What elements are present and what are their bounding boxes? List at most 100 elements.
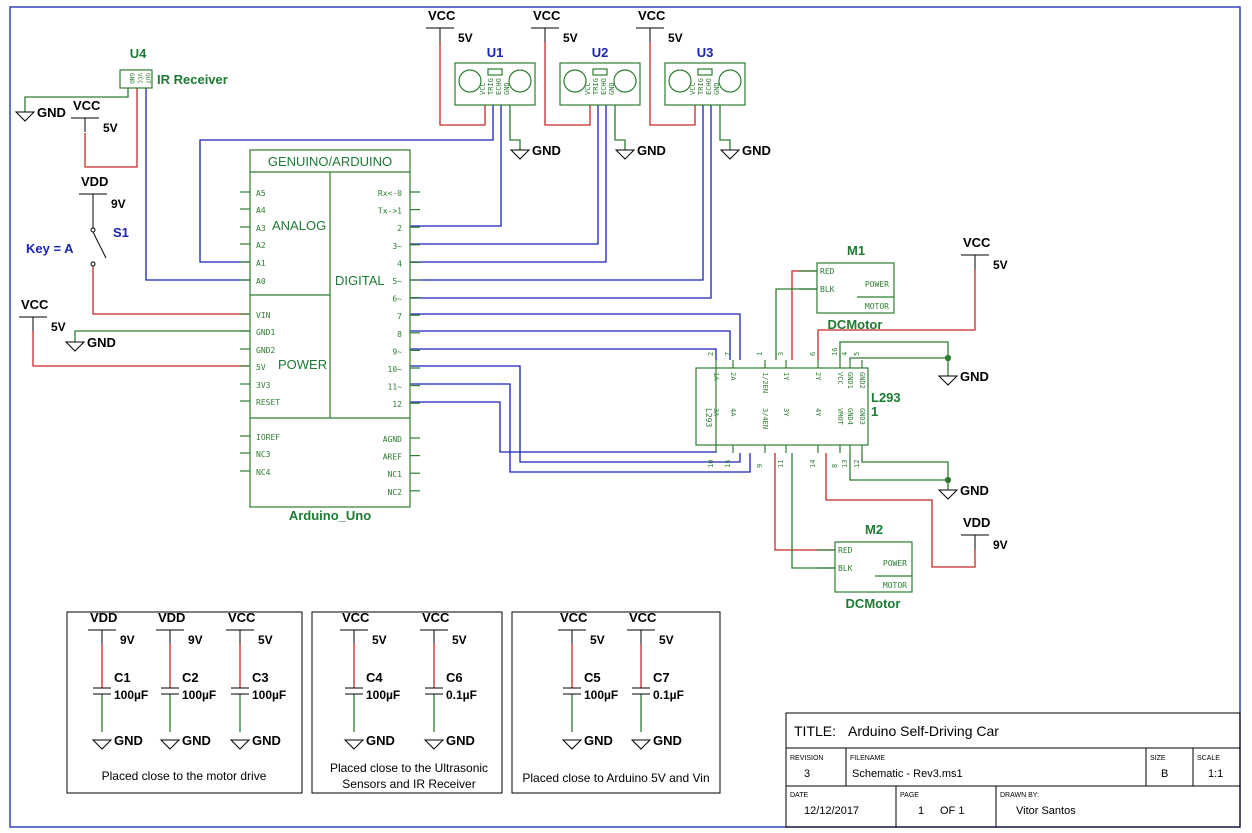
arduino-pin-label: A5	[256, 189, 266, 198]
l293-pin-label: GND1	[846, 372, 854, 389]
arduino-vcc-name: VCC	[21, 297, 49, 312]
l293-pin-label: VMOT	[836, 408, 844, 426]
l293-pin-num: 2	[707, 352, 715, 356]
cap-supply-volt: 9V	[120, 633, 135, 647]
sensor-pin-label: ECHO	[705, 78, 713, 95]
cap-supply-volt: 5V	[452, 633, 467, 647]
ir-gnd-wire	[24, 88, 129, 112]
note-motor-drive: Placed close to the motor drive	[102, 769, 267, 783]
d8-wire	[410, 330, 731, 360]
l293-vertical-label: L293	[704, 408, 713, 427]
cap-ref: C5	[584, 670, 601, 685]
driver-vdd-name: VDD	[963, 515, 990, 530]
l293-pin-label: VCC	[836, 372, 844, 385]
revision-header: REVISION	[790, 755, 823, 762]
cap-gnd-symbol	[561, 739, 583, 750]
cap-gnd-symbol	[630, 739, 652, 750]
ir-out-wire	[145, 88, 250, 281]
arduino-pin-label: 11~	[388, 383, 403, 392]
arduino-gnd-wire	[74, 330, 250, 342]
junction	[944, 476, 952, 484]
arduino-pin-label: NC4	[256, 468, 271, 477]
sensor-crystal	[592, 68, 608, 76]
arduino-pin-label: NC2	[388, 488, 403, 497]
digital-label: DIGITAL	[335, 273, 385, 288]
wires	[24, 42, 976, 732]
ir-label: IR Receiver	[157, 72, 228, 87]
motor-motor-label: MOTOR	[865, 302, 889, 311]
motor-ref: M1	[847, 243, 865, 258]
cap-gnd-label: GND	[252, 733, 281, 748]
ir-pin-label: OUT	[144, 73, 151, 84]
switch-blade	[92, 231, 107, 259]
ir-pin-label: GND	[128, 73, 135, 84]
sensor-gnd-wire	[719, 105, 731, 150]
motor-name: DCMotor	[846, 596, 901, 611]
cap-supply-volt: 5V	[258, 633, 273, 647]
driver-gnd-bottom-symbol	[937, 489, 959, 500]
l293-pin-label: GND3	[858, 408, 866, 425]
cap-value: 0.1µF	[446, 688, 477, 702]
l293-pin-label: 4A	[729, 408, 737, 417]
vmot-wire	[825, 453, 976, 568]
motor-blk-label: BLK	[838, 564, 853, 573]
ir-ref: U4	[130, 46, 147, 61]
driver-vcc-volt: 5V	[993, 258, 1008, 272]
arduino-pin-label: AREF	[383, 453, 402, 462]
driver-gnd-top-label: GND	[960, 369, 989, 384]
arduino-pin-label: A0	[256, 277, 266, 286]
d9-wire	[410, 348, 717, 360]
cap-box-motor	[66, 611, 303, 794]
l293-pin-num: 11	[777, 460, 785, 468]
arduino-pin-label: 6~	[392, 295, 402, 304]
cap-supply-name: VCC	[560, 610, 588, 625]
motor-red-label: RED	[820, 267, 835, 276]
sensor-vcc-name: VCC	[533, 8, 561, 23]
sensor-gnd-label: GND	[532, 143, 561, 158]
drawn-header: DRAWN BY:	[1000, 792, 1039, 799]
cap-gnd-symbol	[423, 739, 445, 750]
u1-trig-wire	[199, 105, 494, 263]
filename-header: FILENAME	[850, 755, 885, 762]
size-header: SIZE	[1150, 755, 1166, 762]
sensor-eye	[613, 69, 637, 93]
motor-red-label: RED	[838, 546, 853, 555]
sensor-vcc-volt: 5V	[668, 31, 683, 45]
title-block	[785, 712, 1241, 828]
cap-supply-name: VCC	[422, 610, 450, 625]
cap-ref: C3	[252, 670, 269, 685]
cap-supply-volt: 5V	[590, 633, 605, 647]
page-header: PAGE	[900, 792, 919, 799]
drawn-value: Vitor Santos	[1016, 805, 1076, 817]
d7-wire	[410, 313, 741, 360]
l293-pin-num: 6	[809, 352, 817, 356]
cap-supply-volt: 5V	[372, 633, 387, 647]
cap-box-arduino	[511, 611, 721, 794]
sensor-gnd-label: GND	[637, 143, 666, 158]
sensor-pin-label: GND	[503, 82, 511, 95]
sensor-eye	[668, 69, 692, 93]
sensor-gnd-label: GND	[742, 143, 771, 158]
sensor-crystal	[487, 68, 503, 76]
ir-vcc-wire	[84, 88, 138, 168]
arduino-pin-label: NC3	[256, 450, 271, 459]
cap-gnd-symbol	[229, 739, 251, 750]
arduino-gnd-symbol	[64, 341, 86, 352]
sensor-pin-label: ECHO	[600, 78, 608, 95]
l293-pin-num: 1	[756, 352, 764, 356]
motor-ref: M2	[865, 522, 883, 537]
driver-gnd-top-wire	[839, 341, 949, 376]
note-ultrasonic-1: Placed close to the Ultrasonic	[330, 761, 488, 775]
sensor-eye	[458, 69, 482, 93]
sensor-pin-label: VCC	[479, 82, 487, 95]
title-value: Arduino Self-Driving Car	[848, 723, 999, 739]
arduino-vcc-volt: 5V	[51, 320, 66, 334]
driver-gnd2-wire	[849, 357, 948, 360]
arduino-pin-label: 2	[397, 224, 402, 233]
sensor-vcc-wire	[649, 42, 696, 126]
sensor-vcc-name: VCC	[638, 8, 666, 23]
sensor-ref: U3	[697, 45, 714, 60]
cap-gnd-label: GND	[584, 733, 613, 748]
motor-blk-label: BLK	[820, 285, 835, 294]
sensor-eye	[718, 69, 742, 93]
